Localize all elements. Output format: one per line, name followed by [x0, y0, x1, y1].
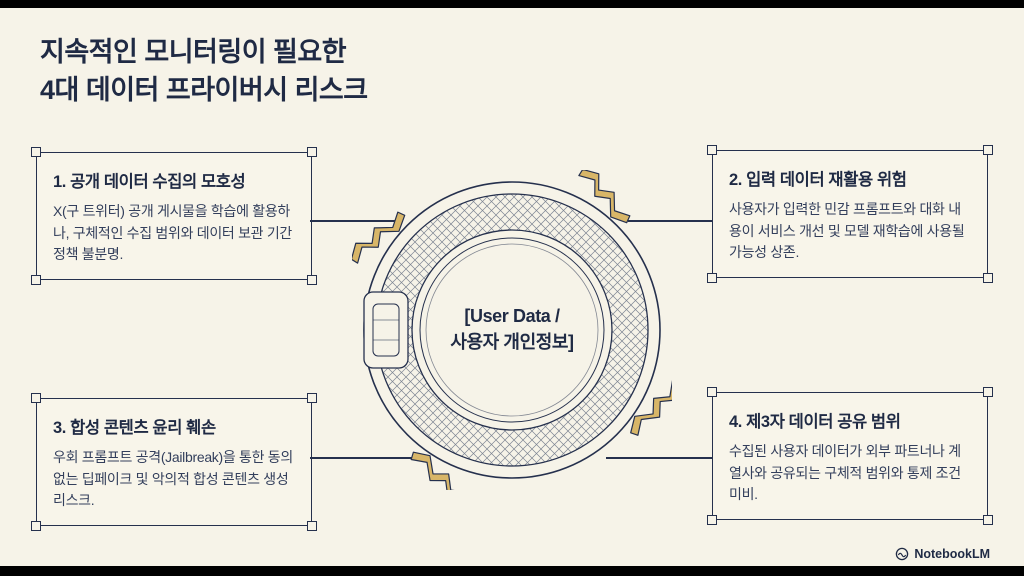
corner-mark: [307, 275, 317, 286]
corner-mark: [707, 515, 717, 526]
center-label-line1: [User Data /: [464, 306, 560, 326]
corner-mark: [983, 145, 993, 155]
risk-box-2: 2. 입력 데이터 재활용 위험 사용자가 입력한 민감 프롬프트와 대화 내용…: [707, 145, 993, 284]
cracked-ring-illustration: [344, 162, 687, 507]
letterbox-bar-top: [0, 0, 1024, 8]
connector-line-3: [310, 457, 422, 459]
data-ring-diagram: [344, 162, 687, 507]
corner-mark: [707, 145, 717, 155]
corner-mark: [31, 147, 41, 157]
page-title-line1: 지속적인 모니터링이 필요한: [40, 37, 347, 67]
corner-mark: [707, 387, 717, 397]
brand-footer: NotebookLM: [895, 547, 990, 561]
corner-mark: [31, 521, 41, 532]
corner-mark: [307, 521, 317, 532]
risk-box-3: 3. 합성 콘텐츠 윤리 훼손 우회 프롬프트 공격(Jailbreak)을 통…: [31, 393, 317, 532]
risk-box-1: 1. 공개 데이터 수집의 모호성 X(구 트위터) 공개 게시물을 학습에 활…: [31, 147, 317, 286]
notebooklm-logo-icon: [896, 547, 909, 561]
connector-line-1: [310, 220, 398, 222]
risk-box-1-body: X(구 트위터) 공개 게시물을 학습에 활용하나, 구체적인 수집 범위와 데…: [53, 203, 292, 263]
risk-box-3-body: 우회 프롬프트 공격(Jailbreak)을 통한 동의 없는 딥페이크 및 악…: [53, 449, 293, 509]
corner-mark: [983, 515, 993, 526]
page-title: 지속적인 모니터링이 필요한 4대 데이터 프라이버시 리스크: [40, 34, 368, 110]
risk-box-3-title: 3. 합성 콘텐츠 윤리 훼손: [53, 419, 216, 437]
ring-clasp-detail: [363, 291, 409, 369]
corner-mark: [31, 393, 41, 403]
corner-mark: [307, 393, 317, 403]
page-title-line2: 4대 데이터 프라이버시 리스크: [40, 74, 368, 105]
corner-mark: [707, 273, 717, 284]
corner-mark: [307, 147, 317, 157]
corner-mark: [983, 387, 993, 397]
risk-box-2-title: 2. 입력 데이터 재활용 위험: [729, 171, 907, 189]
brand-name: NotebookLM: [914, 547, 990, 561]
risk-box-4-body: 수집된 사용자 데이터가 외부 파트너나 계열사와 공유되는 구체적 범위와 통…: [729, 443, 961, 503]
risk-box-2-body: 사용자가 입력한 민감 프롬프트와 대화 내용이 서비스 개선 및 모델 재학습…: [729, 201, 965, 261]
connector-line-2: [628, 220, 712, 222]
center-label-line2: 사용자 개인정보]: [450, 332, 574, 353]
risk-box-4-title: 4. 제3자 데이터 공유 범위: [729, 413, 901, 431]
letterbox-bar-bottom: [0, 566, 1024, 576]
corner-mark: [31, 275, 41, 286]
connector-line-4: [606, 457, 712, 459]
risk-box-1-title: 1. 공개 데이터 수집의 모호성: [53, 173, 246, 191]
corner-mark: [983, 273, 993, 284]
risk-box-4: 4. 제3자 데이터 공유 범위 수집된 사용자 데이터가 외부 파트너나 계열…: [707, 387, 993, 526]
center-label: [User Data / 사용자 개인정보]: [422, 303, 602, 355]
